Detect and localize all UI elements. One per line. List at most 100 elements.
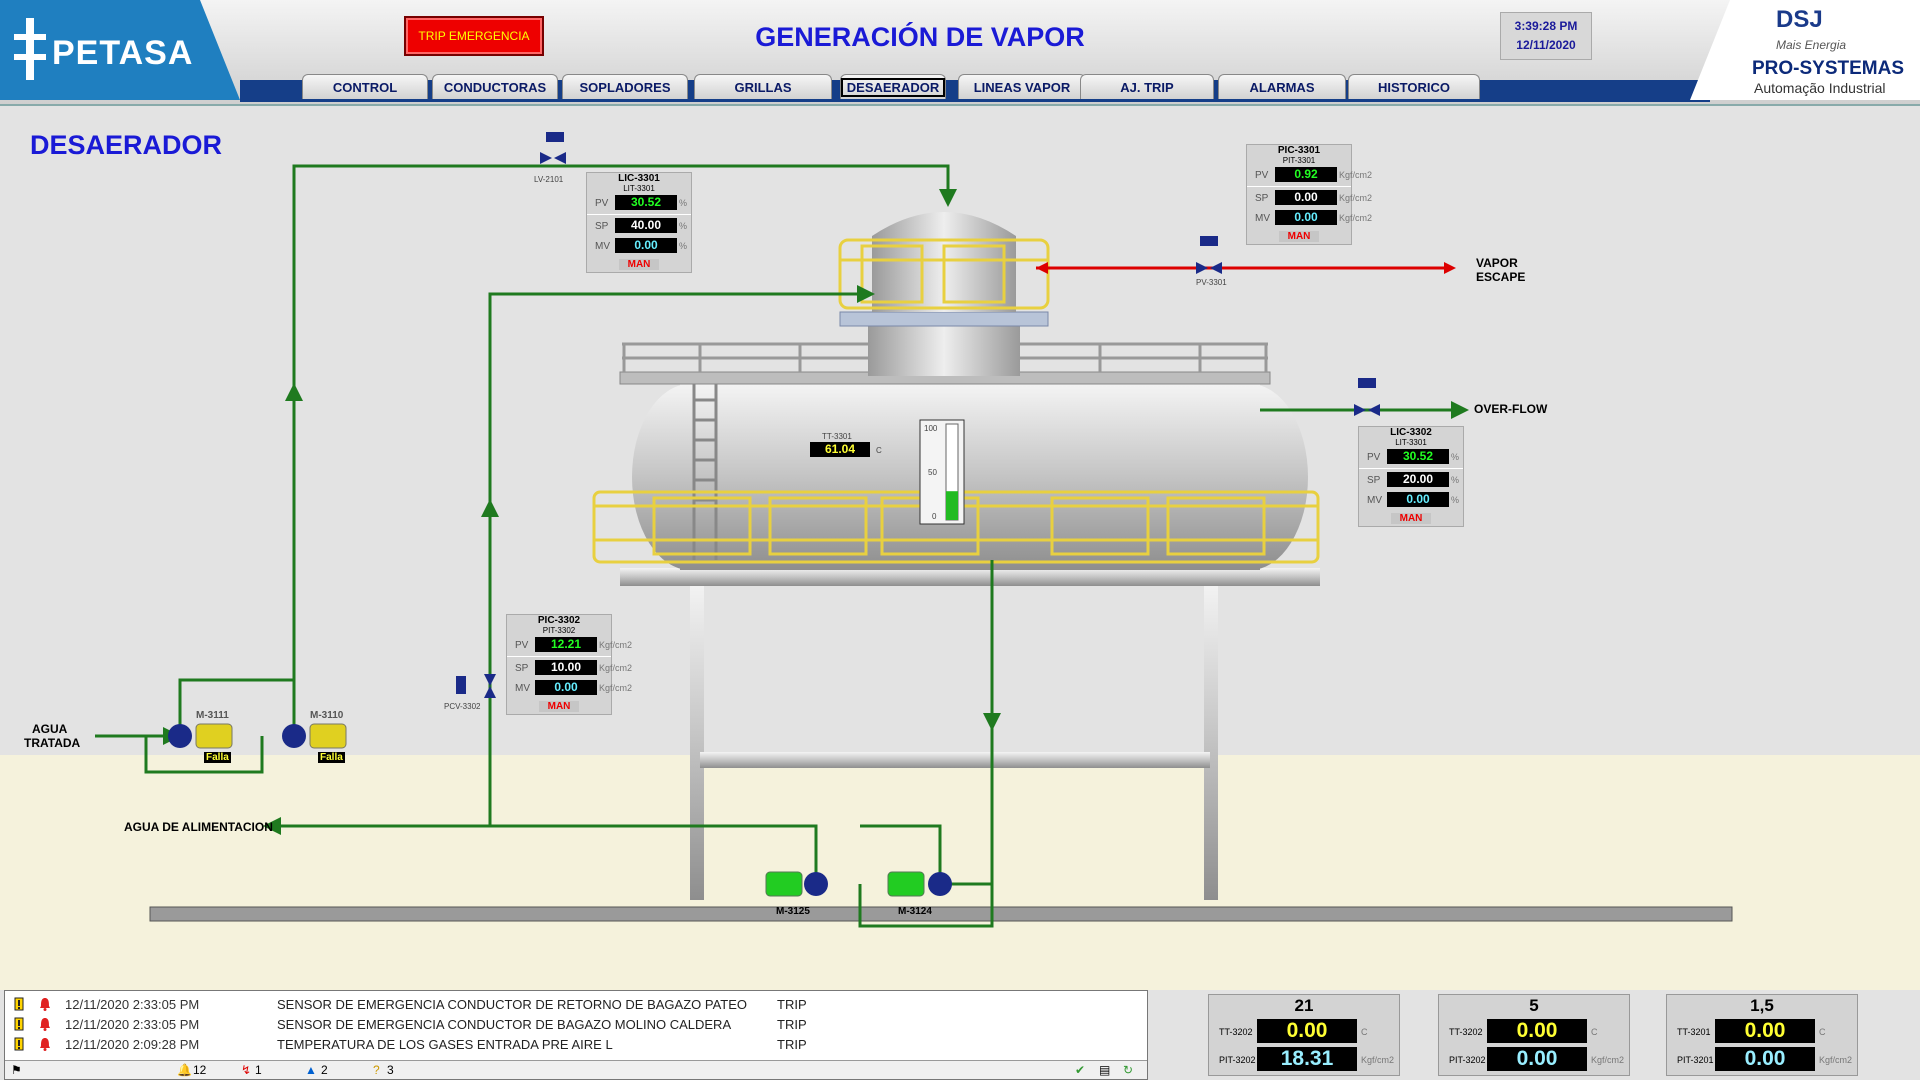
warning-icon bbox=[14, 1037, 24, 1051]
pump-m3124-label: M-3124 bbox=[898, 906, 932, 917]
alarm-row[interactable]: 12/11/2020 2:33:05 PM SENSOR DE EMERGENC… bbox=[13, 1015, 837, 1033]
pump-m3124-icon[interactable] bbox=[887, 871, 952, 897]
warning-icon bbox=[14, 997, 24, 1011]
clock-time: 3:39:28 PM bbox=[1514, 19, 1578, 33]
tab-desaerador[interactable]: DESAERADOR bbox=[840, 74, 946, 99]
meter-p-value: 18.31 bbox=[1257, 1047, 1357, 1071]
sp-label: SP bbox=[595, 221, 609, 232]
mv-value[interactable]: 0.00 bbox=[615, 238, 677, 253]
sp-unit: % bbox=[679, 221, 688, 231]
pv-unit: % bbox=[1451, 452, 1460, 462]
tank-head-left bbox=[632, 384, 748, 570]
meter-t-tag: TT-3201 bbox=[1677, 1027, 1711, 1037]
mode-man-button[interactable]: MAN bbox=[619, 259, 659, 270]
faceplate-title: LIC-3301 bbox=[618, 173, 660, 184]
sp-unit: % bbox=[1451, 475, 1460, 485]
tab-label: CONDUCTORAS bbox=[443, 79, 547, 95]
mv-unit: % bbox=[1451, 495, 1460, 505]
agua-tratada-label-2: TRATADA bbox=[24, 736, 81, 750]
tab-sopladores[interactable]: SOPLADORES bbox=[562, 74, 688, 99]
alarm-ack-count: 1 bbox=[255, 1063, 262, 1077]
mv-label: MV bbox=[1255, 213, 1270, 224]
tab-conductoras[interactable]: CONDUCTORAS bbox=[432, 74, 558, 99]
tab-alarmas[interactable]: ALARMAS bbox=[1218, 74, 1346, 99]
support-leg-left bbox=[690, 580, 704, 900]
meter-p-tag: PIT-3201 bbox=[1677, 1055, 1714, 1065]
pump-m3111-icon[interactable] bbox=[168, 723, 233, 749]
meter-title: 1,5 bbox=[1750, 996, 1774, 1015]
alarm-row[interactable]: 12/11/2020 2:09:28 PM TEMPERATURA DE LOS… bbox=[13, 1035, 837, 1053]
meter-t-value: 0.00 bbox=[1715, 1019, 1815, 1043]
meter-p-unit: Kgf/cm2 bbox=[1591, 1055, 1625, 1065]
trip-emergency-button[interactable]: TRIP EMERGENCIA bbox=[404, 16, 544, 56]
pump-m3111-status: Falla bbox=[204, 752, 231, 763]
faceplate-title: LIC-3302 bbox=[1390, 427, 1432, 438]
sp-value[interactable]: 10.00 bbox=[535, 660, 597, 675]
meter-t-unit: C bbox=[1361, 1027, 1368, 1037]
pv-value: 12.21 bbox=[535, 637, 597, 652]
faceplate-title: PIC-3301 bbox=[1277, 145, 1321, 156]
brand-dsj: DSJ bbox=[1776, 6, 1823, 33]
tab-control[interactable]: CONTROL bbox=[302, 74, 428, 99]
sp-value[interactable]: 40.00 bbox=[615, 218, 677, 233]
pv-label: PV bbox=[1255, 170, 1269, 181]
sp-unit: Kgf/cm2 bbox=[1339, 193, 1373, 203]
sp-value[interactable]: 20.00 bbox=[1387, 472, 1449, 487]
valve-lv2101-icon[interactable] bbox=[540, 132, 566, 164]
refresh-icon[interactable]: ↻ bbox=[1123, 1063, 1134, 1077]
pump-m3125-icon[interactable] bbox=[765, 871, 828, 897]
pv-label: PV bbox=[1367, 452, 1381, 463]
steam-arrow-left-icon bbox=[1036, 262, 1048, 274]
mode-man-button[interactable]: MAN bbox=[539, 701, 579, 712]
alarm-list[interactable]: 12/11/2020 2:33:05 PM SENSOR DE EMERGENC… bbox=[4, 990, 1148, 1080]
meter-title: 21 bbox=[1294, 996, 1314, 1015]
pv-value: 30.52 bbox=[1387, 449, 1449, 464]
mv-value[interactable]: 0.00 bbox=[1275, 210, 1337, 225]
pv-label: PV bbox=[515, 640, 529, 651]
sp-value[interactable]: 0.00 bbox=[1275, 190, 1337, 205]
tab-lineas-vapor[interactable]: LINEAS VAPOR bbox=[958, 74, 1086, 99]
valve-pv3301-icon[interactable] bbox=[1196, 236, 1222, 274]
tab-historico[interactable]: HISTORICO bbox=[1348, 74, 1480, 99]
tab-grillas[interactable]: GRILLAS bbox=[694, 74, 832, 99]
pv-unit: Kgf/cm2 bbox=[1339, 170, 1373, 180]
mv-value[interactable]: 0.00 bbox=[535, 680, 597, 695]
tank-platform bbox=[620, 568, 1320, 586]
alarm-unknown-count: 3 bbox=[387, 1063, 394, 1077]
alarm-status: TRIP bbox=[777, 1036, 807, 1052]
mode-man-button[interactable]: MAN bbox=[1279, 231, 1319, 242]
vapor-escape-label-2: ESCAPE bbox=[1476, 270, 1526, 284]
pump-m3110-icon[interactable] bbox=[282, 723, 347, 749]
sp-unit: Kgf/cm2 bbox=[599, 663, 633, 673]
pv-value: 0.92 bbox=[1275, 167, 1337, 182]
brand-tagline: Mais Energia bbox=[1776, 38, 1847, 52]
faceplate-sub: LIT-3301 bbox=[623, 184, 655, 193]
mv-value[interactable]: 0.00 bbox=[1387, 492, 1449, 507]
pump-m3111-label: M-3111 bbox=[196, 710, 229, 721]
valve-pcv3302-icon[interactable] bbox=[456, 674, 496, 698]
tab-aj-trip[interactable]: AJ. TRIP bbox=[1080, 74, 1214, 99]
column-flange bbox=[839, 311, 1049, 327]
tank-temperature-unit: C bbox=[876, 446, 882, 455]
bell-icon bbox=[40, 998, 50, 1011]
tab-label: HISTORICO bbox=[1378, 79, 1450, 95]
print-icon[interactable]: ▤ bbox=[1099, 1063, 1111, 1077]
meter-p-value: 0.00 bbox=[1487, 1047, 1587, 1071]
clock-display: 3:39:28 PM 12/11/2020 bbox=[1500, 12, 1592, 60]
meter-t-tag: TT-3202 bbox=[1449, 1027, 1483, 1037]
valve-overflow-icon[interactable] bbox=[1354, 378, 1380, 416]
check-icon[interactable]: ✔ bbox=[1075, 1063, 1086, 1077]
alarm-active-count: 12 bbox=[193, 1063, 207, 1077]
mode-man-button[interactable]: MAN bbox=[1391, 513, 1431, 524]
brand-sub: Automação Industrial bbox=[1754, 80, 1886, 96]
faceplate-title: PIC-3302 bbox=[537, 615, 581, 626]
alarm-info-count: 2 bbox=[321, 1063, 328, 1077]
alarm-row[interactable]: 12/11/2020 2:33:05 PM SENSOR DE EMERGENC… bbox=[13, 995, 837, 1013]
meter-p-unit: Kgf/cm2 bbox=[1819, 1055, 1853, 1065]
alarm-message: SENSOR DE EMERGENCIA CONDUCTOR DE RETORN… bbox=[277, 996, 747, 1012]
flag-icon[interactable]: ⚑ bbox=[11, 1063, 22, 1077]
